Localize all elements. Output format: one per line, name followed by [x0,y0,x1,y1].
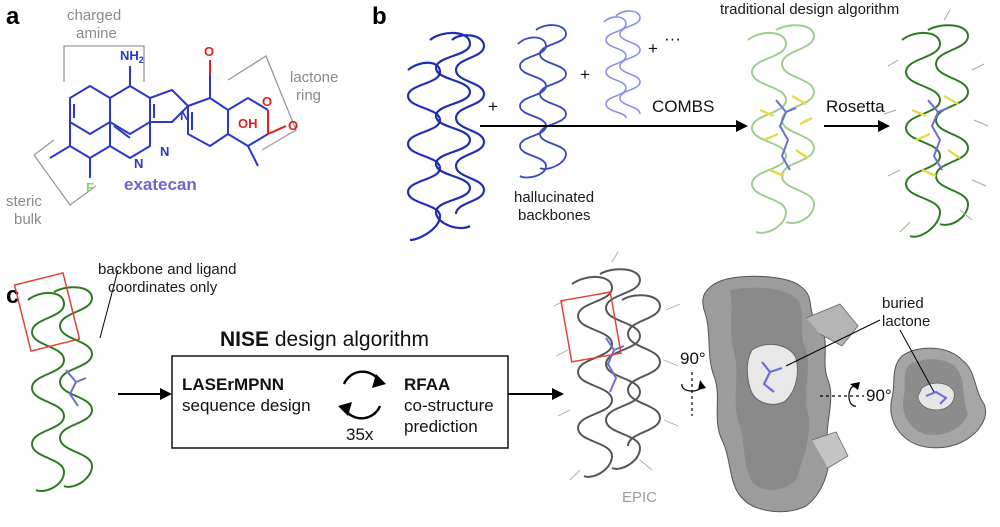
ligand-slab [761,361,783,393]
charged-amine-label-1: charged [67,7,121,24]
atom-n2: N [160,144,169,159]
lactone-ring-bracket [227,55,297,151]
rfaa-label: RFAA [404,375,450,394]
panel-b: + + + ··· COMBS hallucinated backbones t… [406,1,989,242]
rotation-label-1: 90° [680,349,706,368]
lactone-ring-label-1: lactone [290,69,338,86]
ligand-input [65,369,87,407]
ligand-top [925,390,948,405]
charged-amine-bracket [63,45,145,82]
ellipsis: ··· [664,29,681,48]
buried-lactone-label-2: lactone [882,313,930,330]
rotation-arrow-2 [848,385,857,407]
ligand-output [605,337,625,393]
helix-bundle-output [571,268,662,478]
coords-label-2: coordinates only [108,279,218,296]
panel-c: backbone and ligand coordinates only NIS… [13,251,986,513]
plus-1: + [488,97,498,116]
hallucinated-label-1: hallucinated [514,189,594,206]
leader-coords [99,269,119,339]
steric-bulk-bracket [33,154,97,206]
red-box-input [13,272,81,352]
compound-name: exatecan [124,175,197,194]
exatecan-structure: charged amine lactone ring steric bulk [6,7,338,228]
atom-o-ring: O [262,94,272,109]
sequence-design-label: sequence design [182,396,311,415]
helix-bundle-green-dark [901,24,970,238]
plus-2: + [580,65,590,84]
atom-nh2: NH2 [120,48,144,65]
atom-n3: N [134,156,143,171]
lasermpnn-label: LASErMPNN [182,375,284,394]
red-box-output [560,291,622,363]
yellow-sidechains-1 [759,94,813,178]
surface-top [890,347,986,449]
helix-bundle-small [603,10,641,119]
buried-lactone-label-1: buried [882,295,924,312]
panel-letter-a: a [6,3,20,30]
rosetta-label: Rosetta [826,97,885,116]
cycles-label: 35x [346,425,374,444]
hallucinated-label-2: backbones [518,207,591,224]
leader-buried-top [899,329,935,393]
charged-amine-label-2: amine [76,25,117,42]
atom-oh: OH [238,116,258,131]
helix-bundle-input [27,286,94,492]
yellow-sidechains-2 [911,94,961,178]
sidechains-dark [883,9,989,233]
steric-bulk-label-2: bulk [14,211,42,228]
helix-bundle-medium [517,24,567,179]
ligand-b1 [775,99,797,171]
surface-slab [702,275,859,513]
epic-label: EPIC [622,489,657,506]
traditional-label: traditional design algorithm [720,1,899,18]
atom-o-carbonyl: O [288,118,298,133]
nise-box [171,355,509,449]
lactone-ring-label-2: ring [296,87,321,104]
ligand-b2 [927,99,949,171]
atom-n1: N [180,108,189,123]
coords-label-1: backbone and ligand [98,261,236,278]
helix-bundle-large [406,31,486,242]
nise-title: NISE design algorithm [220,328,429,351]
plus-3: + [648,39,658,58]
atom-f: F [86,180,94,195]
atom-o-top: O [204,44,214,59]
leader-buried-slab [785,319,881,367]
steric-bulk-label-1: steric [6,193,42,210]
panel-letter-b: b [372,3,387,30]
co-structure-label: co-structure [404,396,494,415]
sidechains-output [553,251,681,481]
prediction-label: prediction [404,417,478,436]
rotation-label-2: 90° [866,386,892,405]
combs-label: COMBS [652,97,714,116]
